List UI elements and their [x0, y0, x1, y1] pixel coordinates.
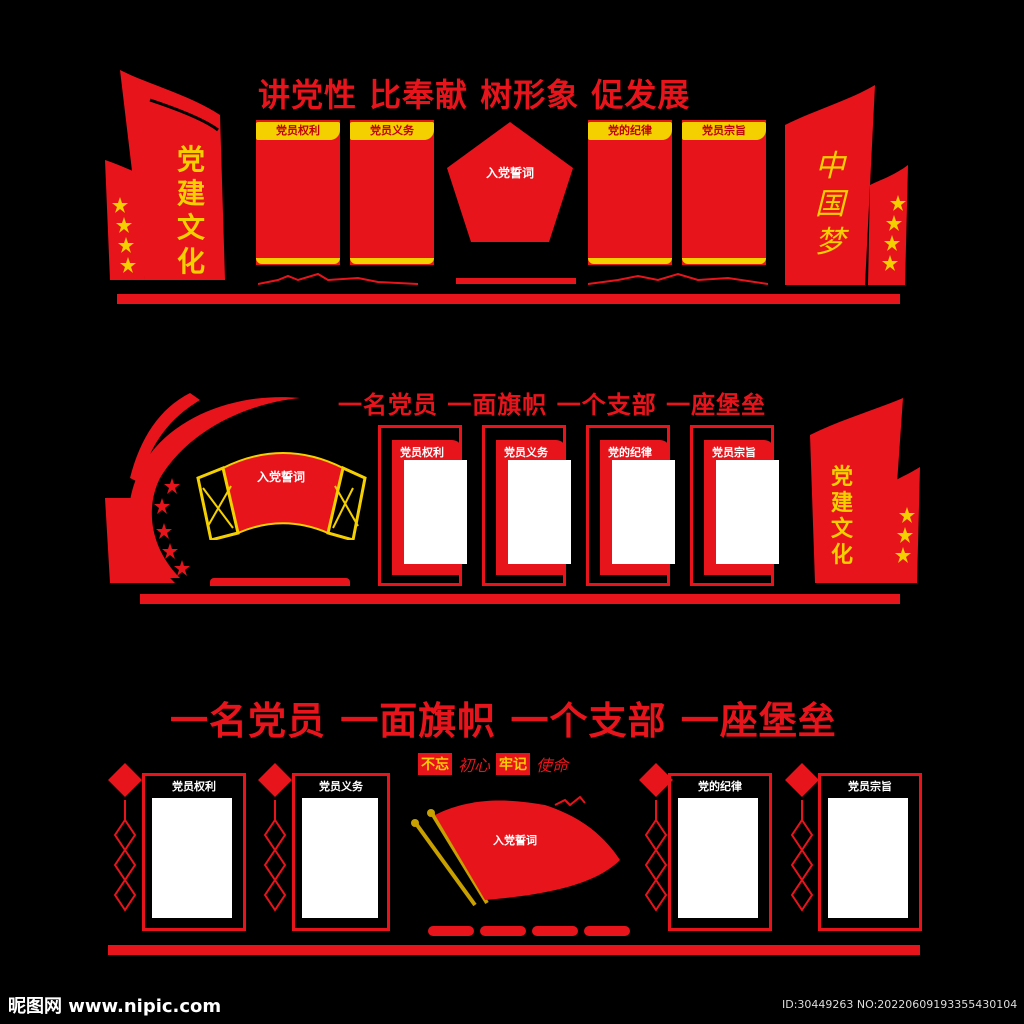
- motto-text-1: 初心: [458, 756, 491, 775]
- pentagon-label: 入党誓词: [485, 166, 534, 180]
- pill-3: [532, 926, 578, 936]
- banner-rights: [256, 120, 340, 265]
- tab-rights: 党员权利: [256, 122, 340, 140]
- panel3-1-board: [152, 798, 232, 918]
- id-text: ID:30449263 NO:20220609193355430104: [782, 998, 1018, 1011]
- banner-duties-wave: [350, 258, 434, 264]
- slogan-3: 一名党员 一面旗帜 一个支部 一座堡垒: [170, 699, 837, 743]
- left-vertical-title: 党建文化: [176, 143, 205, 278]
- pill-4: [584, 926, 630, 936]
- left-arc-decoration: [105, 393, 300, 583]
- fan-base: [210, 578, 350, 586]
- tab-duties: 党员义务: [350, 122, 434, 140]
- pill-1: [428, 926, 474, 936]
- knot-ornament-3: [639, 763, 673, 912]
- fan-panel: [196, 452, 367, 540]
- base-bar-3: [108, 945, 920, 955]
- tab-discipline: 党的纪律: [588, 122, 672, 140]
- panel2-4-board: [716, 460, 779, 564]
- panel3-1-frame: [142, 773, 246, 931]
- panel2-2-title: 党员义务: [504, 446, 548, 459]
- banner-discipline-wave: [588, 258, 672, 264]
- banner-duties: [350, 120, 434, 265]
- slogan-2: 一名党员 一面旗帜 一个支部 一座堡垒: [338, 391, 767, 419]
- party-flag: [411, 795, 620, 907]
- right-vertical-title: 党建文化: [830, 465, 853, 568]
- banner-rights-wave: [256, 258, 340, 264]
- banner-purpose: [682, 120, 766, 265]
- panel3-4-board: [828, 798, 908, 918]
- knot-ornament-1: [108, 763, 142, 912]
- panel3-4-frame: [818, 773, 922, 931]
- base-bar-2: [140, 594, 900, 604]
- panel3-2-title: 党员义务: [319, 780, 363, 793]
- right-flag-decoration: [785, 85, 908, 285]
- motto-box-1: 不忘: [418, 753, 452, 775]
- panel3-2-frame: [292, 773, 390, 931]
- knot-ornament-2: [258, 763, 292, 912]
- panel3-2-board: [302, 798, 378, 918]
- panel2-3-board: [612, 460, 675, 564]
- china-dream-calligraphy: 中国梦: [815, 149, 845, 260]
- panel2-4-title: 党员宗旨: [712, 446, 756, 459]
- panel3-3-board: [678, 798, 758, 918]
- panel2-1-title: 党员权利: [400, 446, 444, 459]
- left-flag-decoration: [105, 70, 225, 280]
- panel2-2-board: [508, 460, 571, 564]
- fan-label: 入党誓词: [256, 470, 305, 484]
- panel2-3-title: 党的纪律: [608, 446, 652, 459]
- pill-2: [480, 926, 526, 936]
- panel3-1-title: 党员权利: [172, 780, 216, 793]
- panel3-3-title: 党的纪律: [698, 780, 742, 793]
- banner-purpose-wave: [682, 258, 766, 264]
- knot-ornament-4: [785, 763, 819, 912]
- skyline-strip: [258, 272, 768, 285]
- right-flag-decoration-2: [810, 398, 920, 583]
- panel3-4-title: 党员宗旨: [848, 780, 892, 793]
- base-bar-1: [117, 294, 900, 304]
- panel3-3-frame: [668, 773, 772, 931]
- panel2-1-board: [404, 460, 467, 564]
- flag-label: 入党誓词: [493, 834, 537, 847]
- tab-purpose: 党员宗旨: [682, 122, 766, 140]
- motto-text-2: 使命: [536, 756, 569, 775]
- motto: 不忘 初心 牢记 使命: [418, 752, 572, 776]
- pentagon-panel: [447, 122, 573, 242]
- watermark: 昵图网 www.nipic.com: [8, 996, 222, 1017]
- banner-discipline: [588, 120, 672, 265]
- slogan-1: 讲党性 比奉献 树形象 促发展: [258, 76, 691, 114]
- motto-box-2: 牢记: [496, 753, 531, 775]
